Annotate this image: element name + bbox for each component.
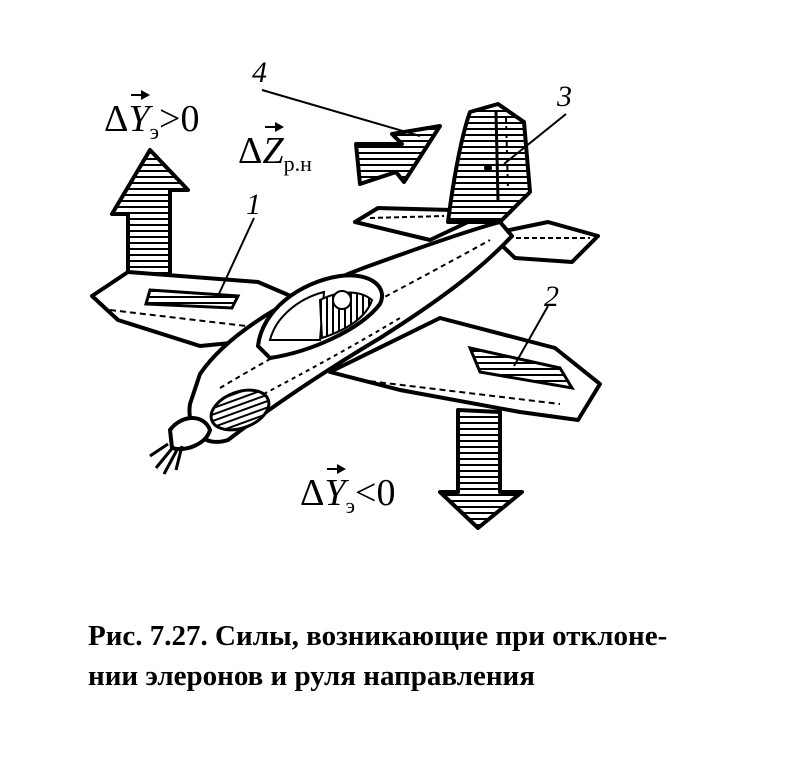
caption-line-1: Рис. 7.27. Силы, возникающие при отклоне…	[88, 620, 668, 652]
lift-up-arrow	[110, 148, 190, 312]
label-4: 4	[252, 56, 267, 89]
canopy	[255, 273, 384, 361]
lift-down-arrow	[438, 408, 524, 530]
right-wing	[328, 316, 602, 422]
leader-lines	[217, 89, 567, 367]
label-3: 3	[557, 80, 572, 113]
label-2: 2	[544, 280, 559, 313]
airplane-figure	[90, 89, 602, 530]
vertical-tail	[446, 102, 532, 224]
propeller	[149, 416, 213, 475]
lift-up-label: ΔYэ>0	[104, 90, 200, 144]
side-force-arrow	[354, 124, 442, 186]
figure-caption: Рис. 7.27. Силы, возникающие при отклоне…	[88, 616, 728, 696]
label-1: 1	[246, 188, 261, 221]
caption-line-2: нии элеронов и руля направления	[88, 660, 535, 692]
side-force-label: ΔZр.н	[238, 122, 312, 176]
lift-down-label: ΔYэ<0	[300, 464, 396, 518]
